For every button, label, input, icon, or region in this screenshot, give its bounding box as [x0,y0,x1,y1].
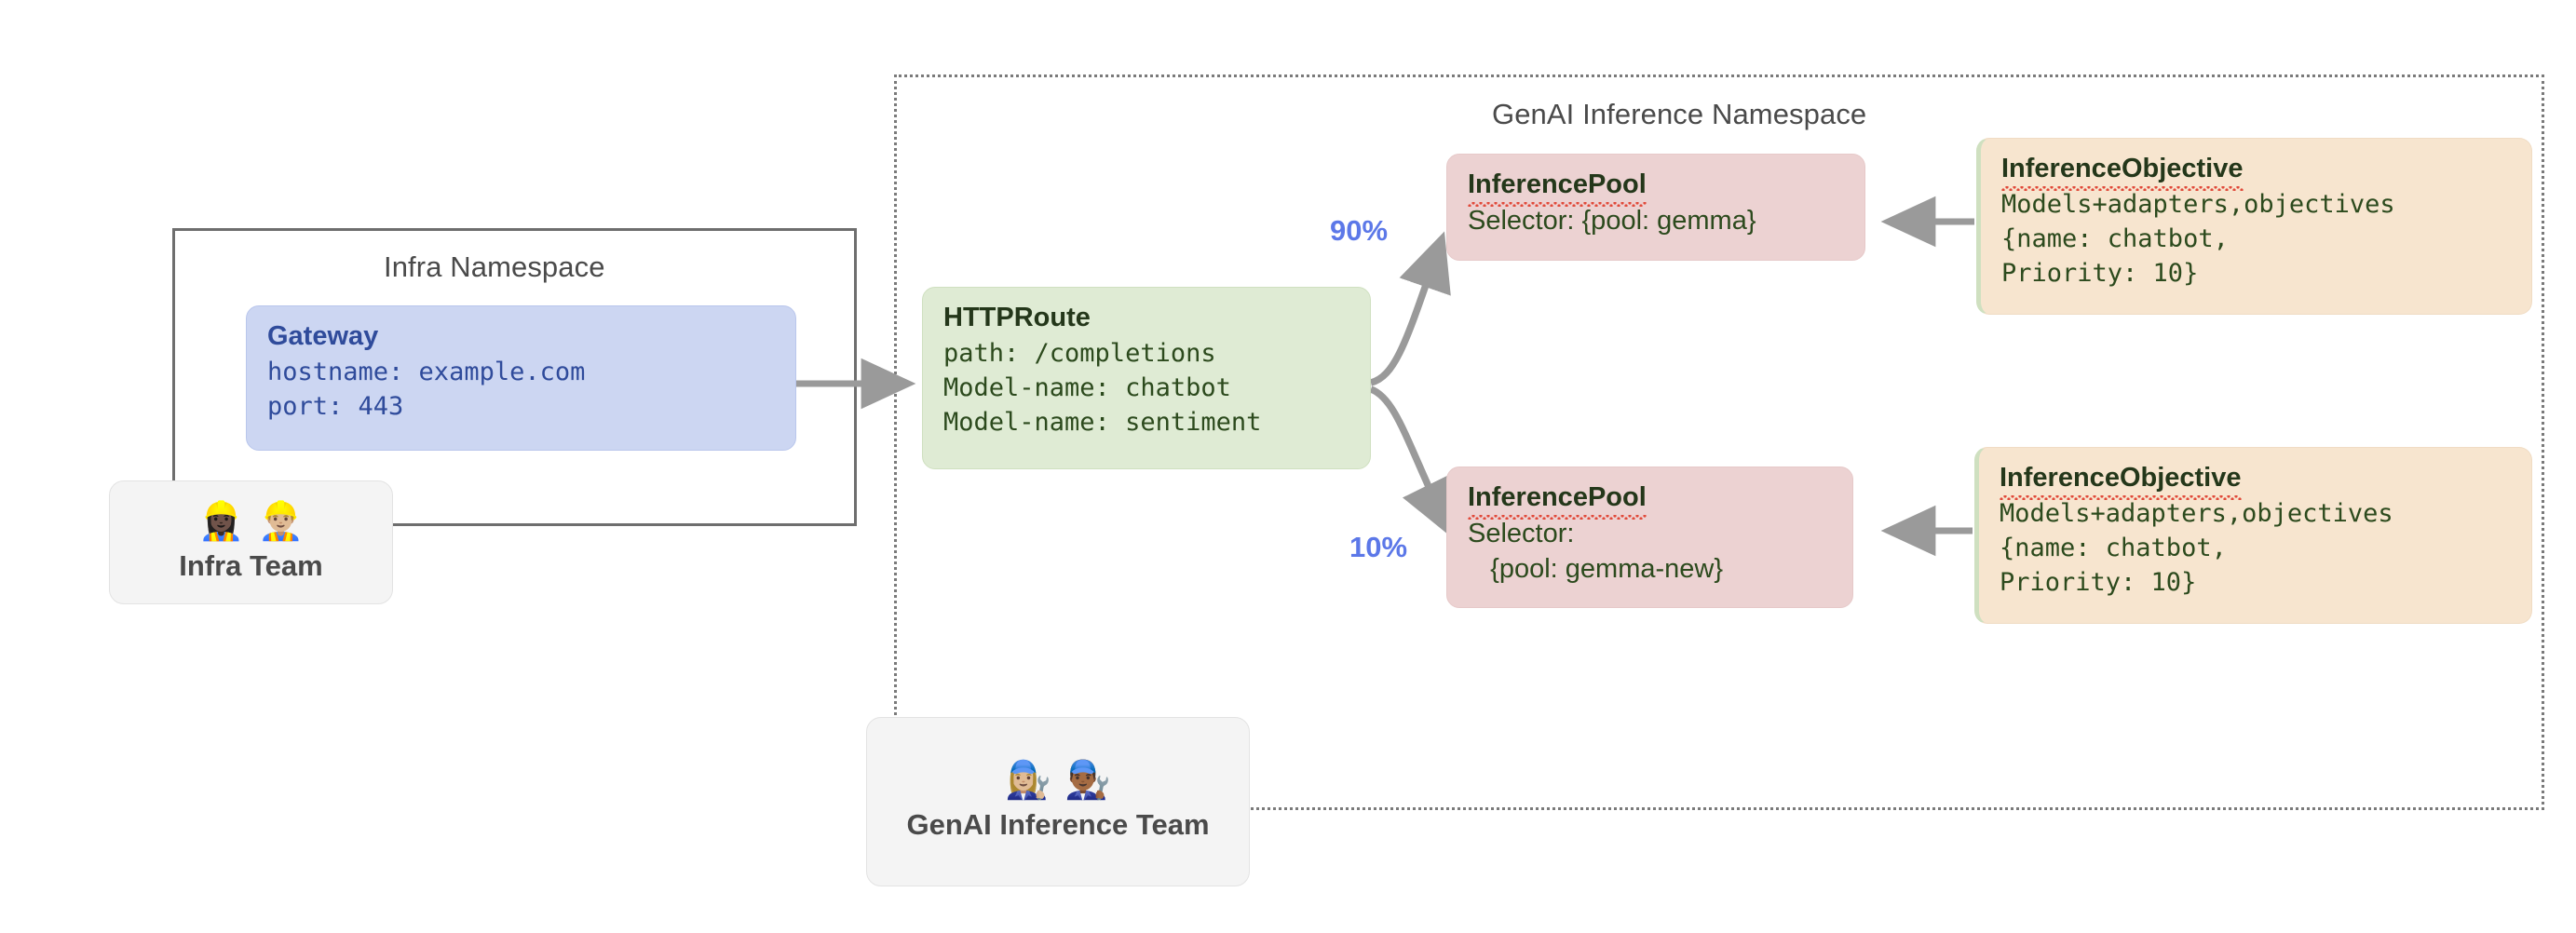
inferencepool-gemma-card[interactable]: InferencePool Selector: {pool: gemma} [1446,154,1865,261]
gateway-title: Gateway [267,321,379,351]
weight-label-90: 90% [1330,214,1389,247]
gateway-port: port: 443 [267,391,404,421]
infra-namespace-boundary [172,228,857,526]
inferencepool-gemma-new-title: InferencePool [1468,480,1834,521]
gateway-card[interactable]: Gateway hostname: example.com port: 443 [246,305,796,451]
infra-namespace-title: Infra Namespace [384,250,605,283]
infra-team-icons: 👷🏿‍♀️👷🏼‍♂️ [197,500,318,542]
inferencepool-gemma-new-selector-value: {pool: gemma-new} [1468,553,1724,584]
httproute-model-name-sentiment: Model-name: sentiment [943,407,1262,437]
inferencepool-gemma-new-title-text: InferencePool [1468,480,1647,521]
inferenceobjective-bottom-name: {name: chatbot, [2000,533,2227,562]
weight-label-10: 10% [1349,531,1408,563]
genai-inference-namespace-title: GenAI Inference Namespace [1492,98,1867,130]
inferenceobjective-bottom-title-text: InferenceObjective [2000,461,2242,501]
inferenceobjective-top-name: {name: chatbot, [2001,223,2229,253]
httproute-title: HTTPRoute [943,303,1091,332]
inferenceobjective-bottom-models: Models+adapters,objectives [2000,499,2393,529]
genai-inference-team-icons: 👩🏼‍🔧👨🏾‍🔧 [1005,760,1124,801]
inferencepool-gemma-selector: Selector: {pool: gemma} [1468,206,1756,237]
httproute-card[interactable]: HTTPRoute path: /completions Model-name:… [922,287,1371,469]
inferenceobjective-top-title-text: InferenceObjective [2001,152,2244,192]
genai-inference-namespace-boundary [894,74,2544,810]
infra-team-card[interactable]: 👷🏿‍♀️👷🏼‍♂️ Infra Team [109,480,393,604]
inferenceobjective-top-models: Models+adapters,objectives [2001,190,2395,220]
inferencepool-gemma-title-text: InferencePool [1468,168,1647,208]
inferenceobjective-top-card[interactable]: InferenceObjective Models+adapters,objec… [1976,138,2532,315]
infra-team-label: Infra Team [179,548,323,582]
inferencepool-gemma-title: InferencePool [1468,168,1846,208]
inferencepool-gemma-new-selector-label: Selector: [1468,519,1575,549]
genai-inference-team-label: GenAI Inference Team [906,808,1210,841]
gateway-hostname: hostname: example.com [267,358,586,387]
inferenceobjective-top-priority: Priority: 10} [2001,258,2199,288]
httproute-model-name-chatbot: Model-name: chatbot [943,372,1231,402]
inferencepool-gemma-new-card[interactable]: InferencePool Selector: {pool: gemma-new… [1446,466,1853,608]
inferenceobjective-top-title: InferenceObjective [2001,152,2513,192]
inferenceobjective-bottom-priority: Priority: 10} [2000,567,2197,597]
inferenceobjective-bottom-title: InferenceObjective [2000,461,2513,501]
inferenceobjective-bottom-card[interactable]: InferenceObjective Models+adapters,objec… [1974,447,2532,624]
httproute-path: path: /completions [943,339,1216,369]
genai-inference-team-card[interactable]: 👩🏼‍🔧👨🏾‍🔧 GenAI Inference Team [866,717,1250,886]
